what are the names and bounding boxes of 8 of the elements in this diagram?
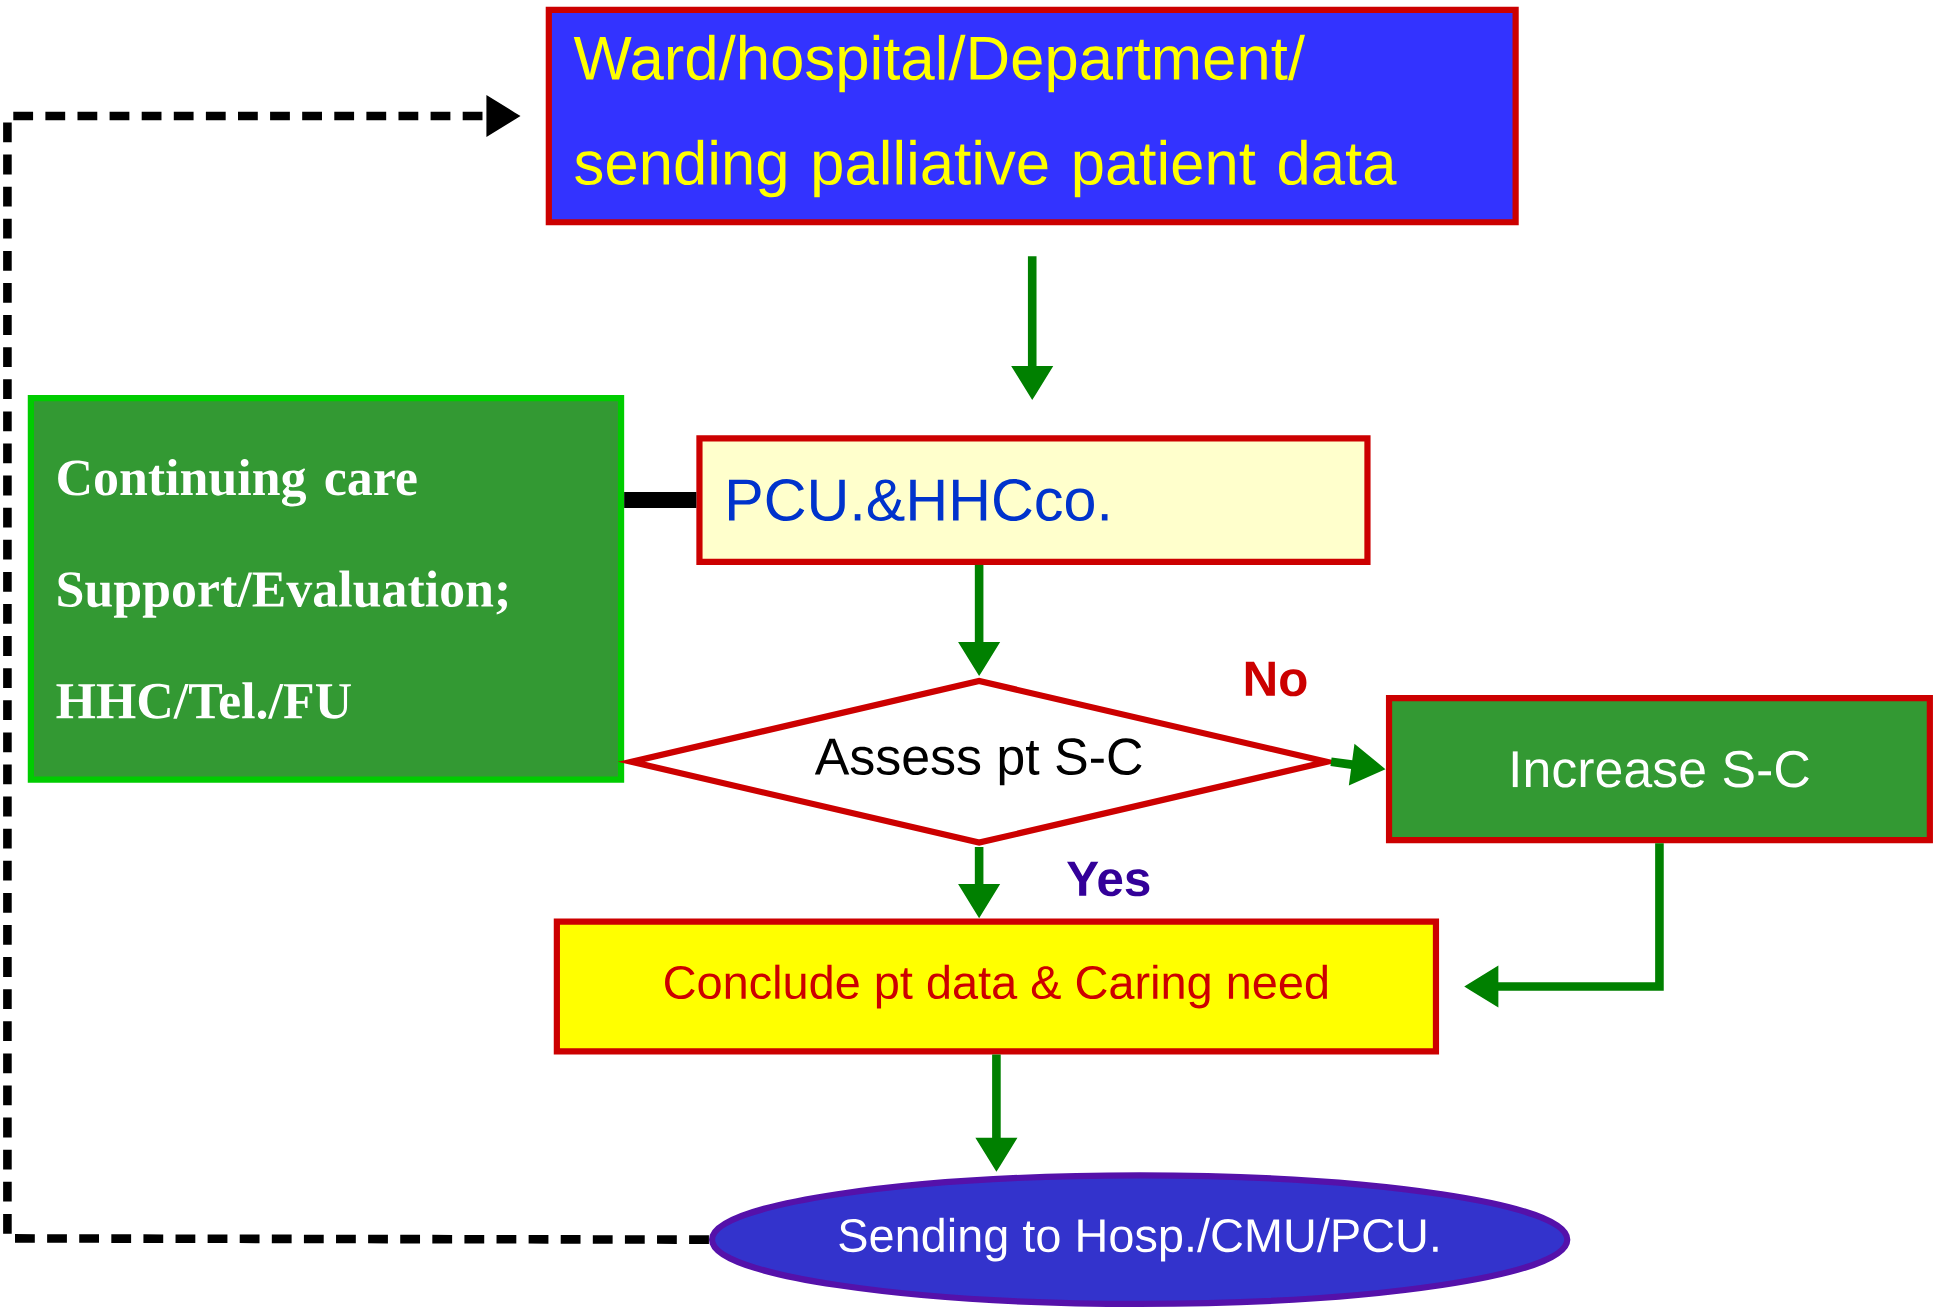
edge-label: Yes <box>1065 861 1153 898</box>
process-box: Increase S-C <box>1385 695 1933 844</box>
process-box: Conclude pt data & Caring need <box>553 918 1440 1055</box>
process-box: Ward/hospital/Department/ sending palliative patient data <box>545 6 1519 226</box>
process-box: Continuing care Support/Evaluation; HHC/Tel./FU <box>27 395 625 783</box>
process-box: PCU.&HHCco. <box>696 435 1371 565</box>
arrow <box>3 95 709 1245</box>
edge-label: No <box>1241 660 1310 698</box>
